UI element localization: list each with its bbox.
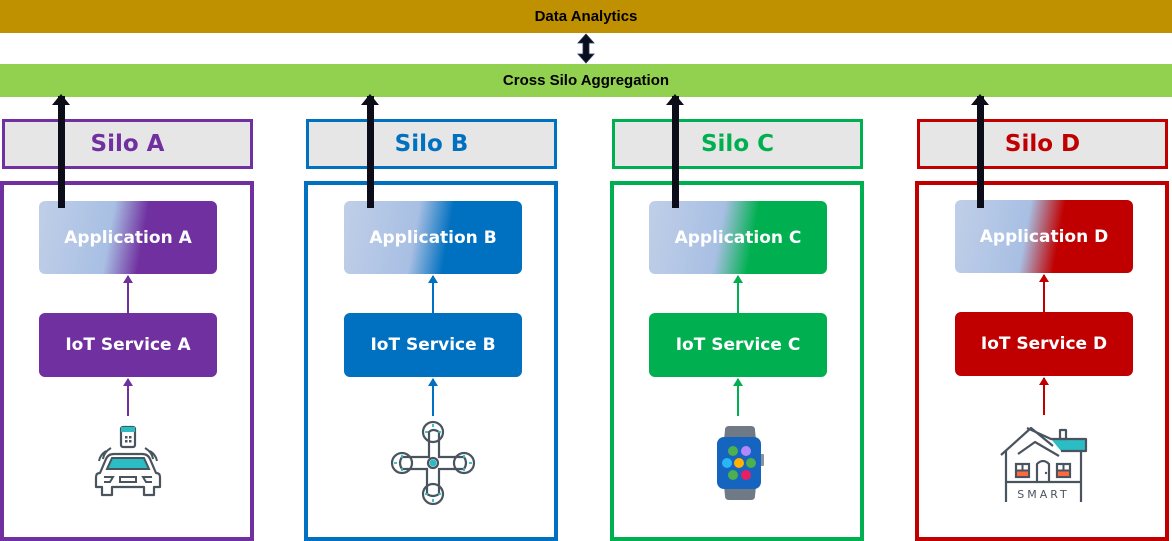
bidirectional-arrow-icon [577, 33, 595, 64]
silo-d-aggregation-arrow [971, 94, 989, 208]
silo-c-application-label: Application C [674, 227, 802, 248]
drone-icon [383, 418, 483, 508]
connected-car-icon [78, 418, 178, 508]
silo-c-device-to-service-arrow [733, 378, 743, 416]
data-analytics-label: Data Analytics [534, 8, 638, 25]
silo-a-aggregation-arrow [52, 94, 70, 208]
silo-b-title: Silo B [394, 131, 469, 157]
silo-b-aggregation-arrow [361, 94, 379, 208]
silo-a-service-to-app-arrow [123, 275, 133, 313]
cross-silo-aggregation-layer: Cross Silo Aggregation [0, 64, 1172, 97]
silo-d-application: Application D [955, 200, 1133, 273]
silo-c-aggregation-arrow [666, 94, 684, 208]
silo-c-service-to-app-arrow [733, 275, 743, 313]
silo-a-device-to-service-arrow [123, 378, 133, 416]
silo-b-iot-service: IoT Service B [344, 313, 522, 377]
silo-b-service-to-app-arrow [428, 275, 438, 313]
silo-d-device-to-service-arrow [1039, 377, 1049, 415]
silo-d-title: Silo D [1004, 131, 1081, 157]
silo-c-header: Silo C [612, 119, 863, 169]
silo-a-application-label: Application A [64, 227, 192, 248]
silo-b-application-label: Application B [369, 227, 497, 248]
data-analytics-layer: Data Analytics [0, 0, 1172, 33]
silo-a-iot-service-label: IoT Service A [65, 335, 191, 355]
silo-a-title: Silo A [90, 131, 165, 157]
silo-d-application-label: Application D [979, 226, 1109, 247]
silo-b-device-to-service-arrow [428, 378, 438, 416]
silo-a-iot-service: IoT Service A [39, 313, 217, 377]
silo-d-header: Silo D [917, 119, 1168, 169]
silo-d-iot-service: IoT Service D [955, 312, 1133, 376]
silo-b-application: Application B [344, 201, 522, 274]
silo-b-header: Silo B [306, 119, 557, 169]
silo-a-application: Application A [39, 201, 217, 274]
silo-a-header: Silo A [2, 119, 253, 169]
cross-silo-aggregation-label: Cross Silo Aggregation [502, 72, 670, 89]
smart-home-text: SMART [1017, 488, 1070, 501]
silo-d-iot-service-label: IoT Service D [980, 334, 1108, 354]
silo-c-iot-service: IoT Service C [649, 313, 827, 377]
silo-d-service-to-app-arrow [1039, 274, 1049, 312]
silo-c-application: Application C [649, 201, 827, 274]
silo-b-iot-service-label: IoT Service B [370, 335, 496, 355]
silo-c-iot-service-label: IoT Service C [675, 335, 801, 355]
smartwatch-icon [690, 418, 790, 508]
smart-home-icon: SMART [993, 418, 1093, 508]
silo-c-title: Silo C [700, 131, 775, 157]
